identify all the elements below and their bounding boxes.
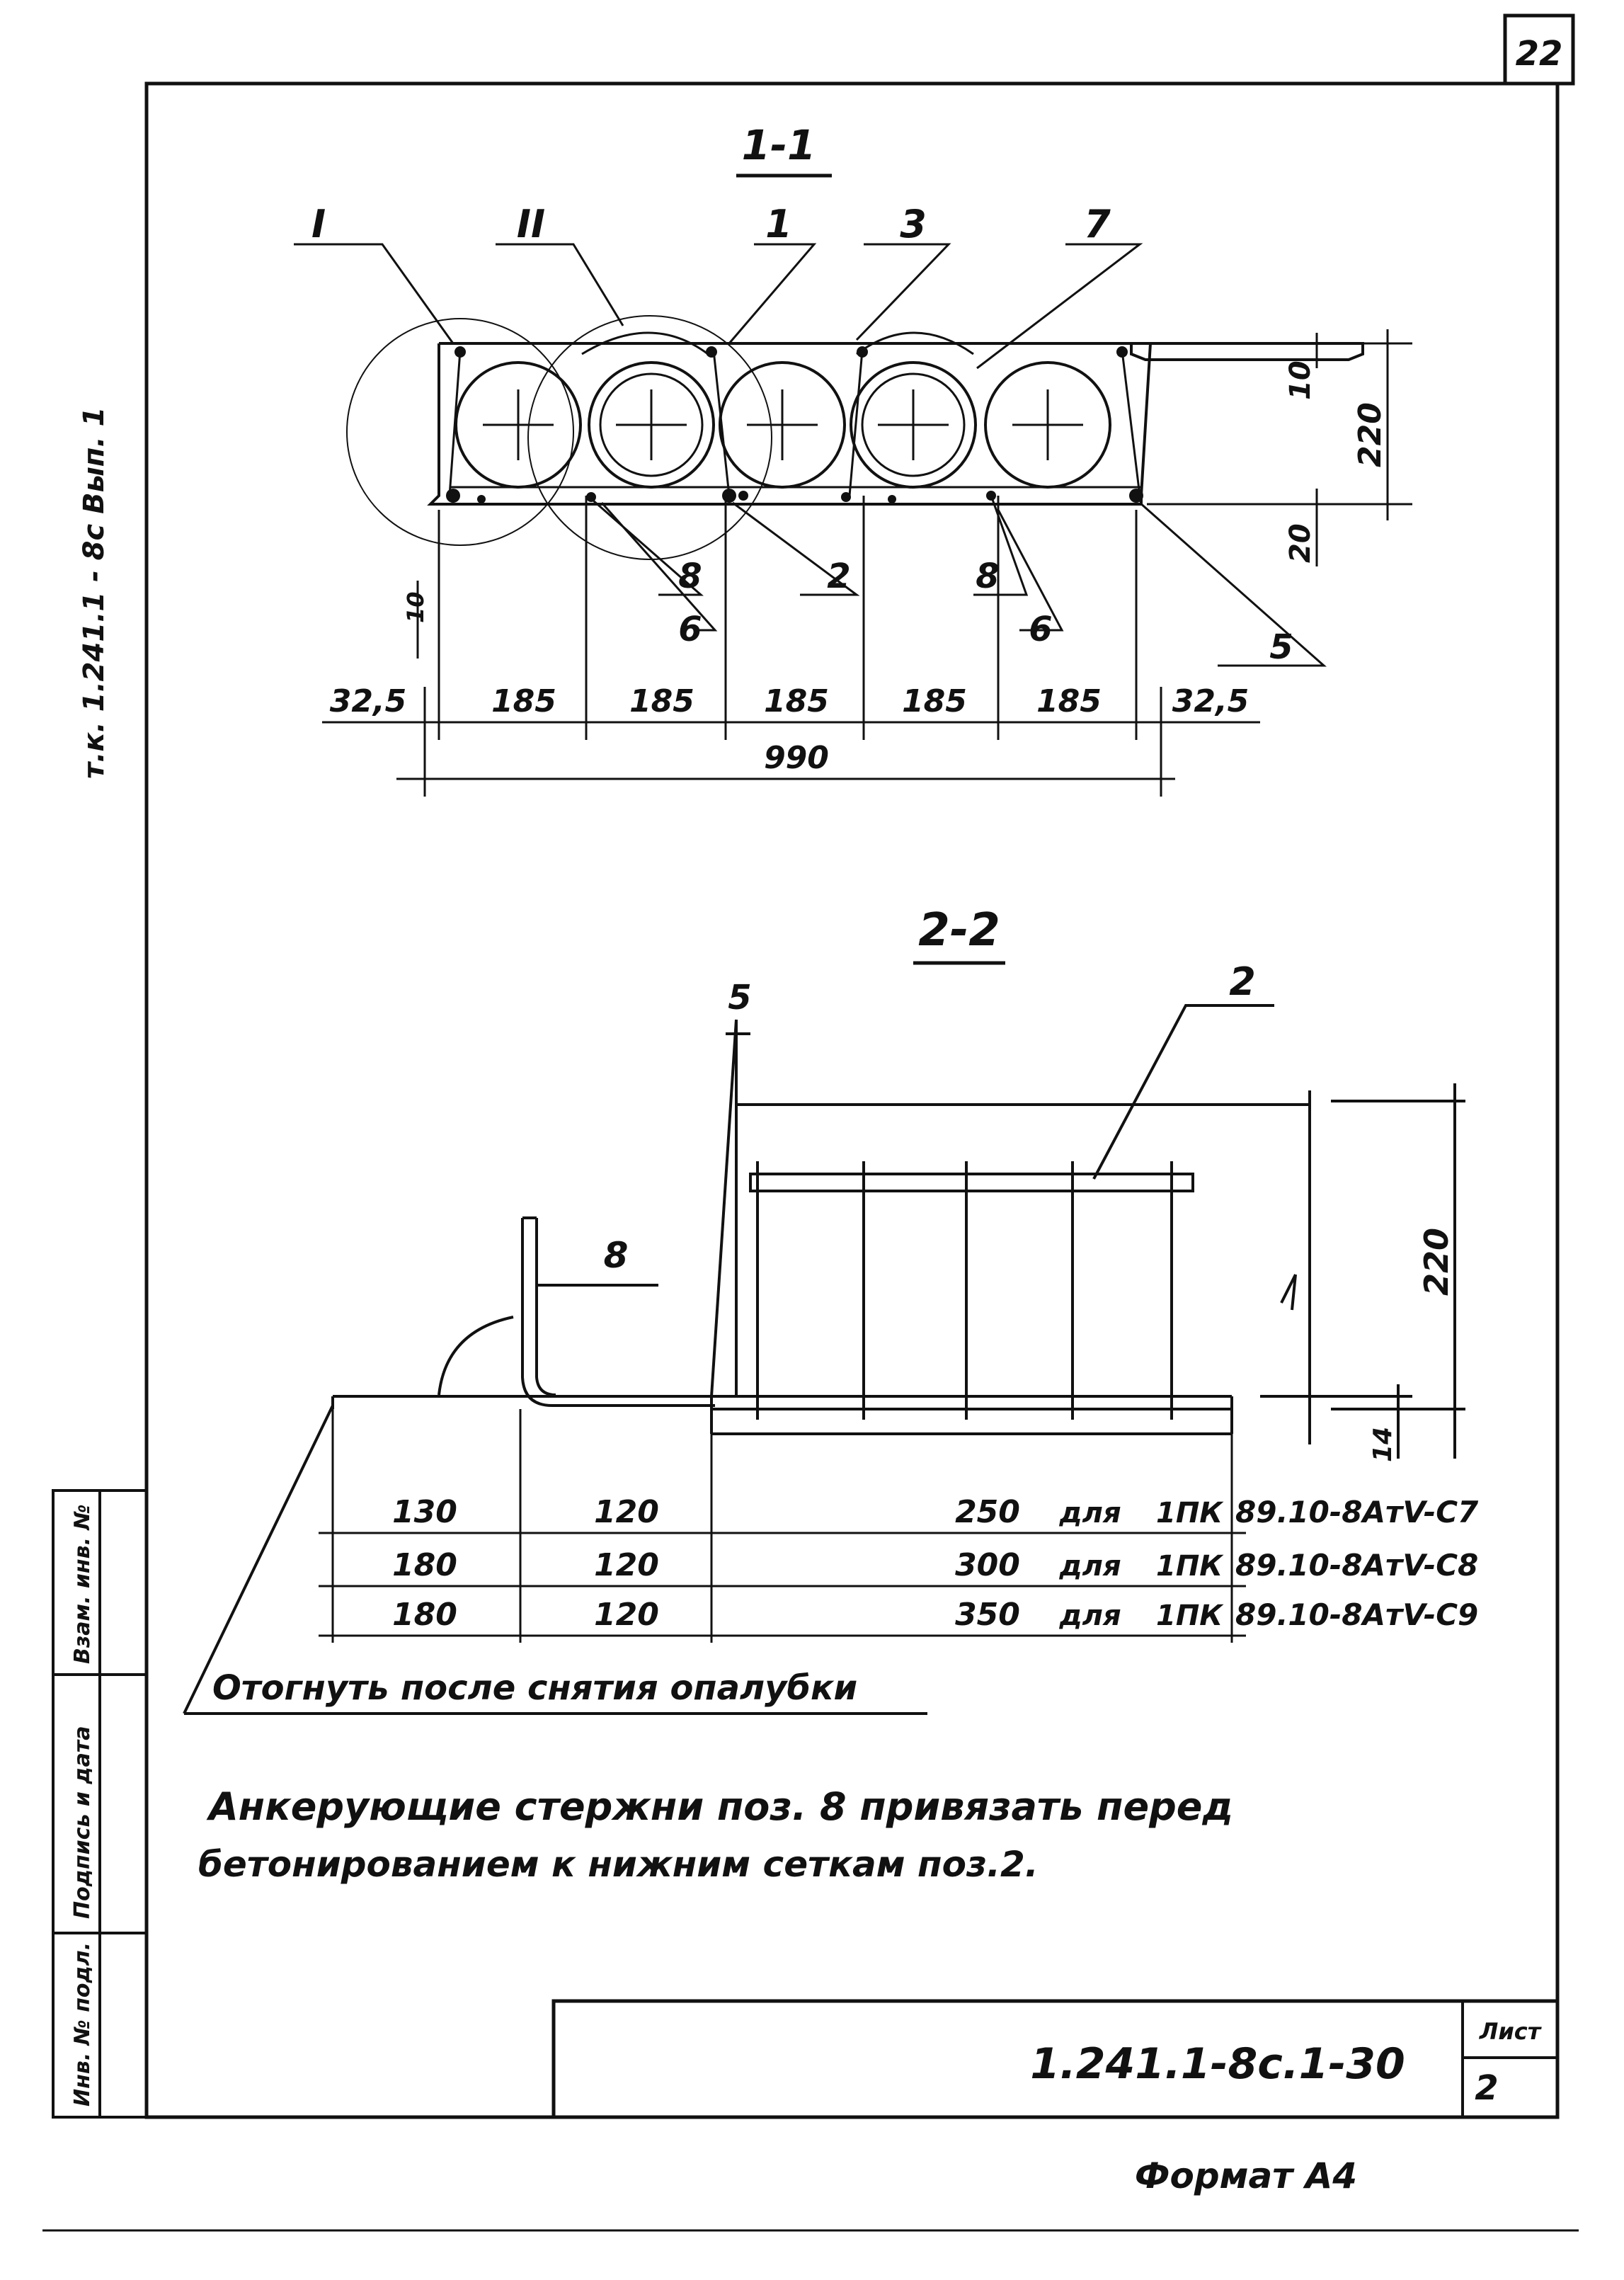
dim-span-3: 185 bbox=[629, 683, 694, 719]
callout-I: I bbox=[311, 202, 326, 246]
table-row-1: 130 120 250 для 1ПК 89.10-8АтV-С7 bbox=[392, 1494, 1479, 1530]
document-code: 1.241.1-8с.1-30 bbox=[1030, 2039, 1405, 2089]
row3-c: 350 bbox=[955, 1597, 1020, 1633]
sheet-label: Лист bbox=[1479, 2018, 1543, 2045]
sheet-frame bbox=[42, 13, 1579, 2232]
row1-for: для bbox=[1058, 1497, 1121, 1529]
stamp-original-number: Инв. № подл. bbox=[70, 1942, 95, 2107]
dim-height: 220 bbox=[1352, 402, 1388, 467]
dim-height-2: 220 bbox=[1417, 1228, 1456, 1296]
callout-8-left: 8 bbox=[678, 557, 702, 596]
callout-3: 3 bbox=[900, 202, 927, 246]
row1-b: 120 bbox=[594, 1494, 659, 1530]
table-row-3: 180 120 350 для 1ПК 89.10-8АтV-С9 bbox=[392, 1597, 1478, 1633]
page-number: 22 bbox=[1516, 34, 1563, 74]
dim-span-7: 32,5 bbox=[1172, 683, 1250, 719]
section-1-leaders bbox=[294, 243, 1327, 667]
callout-2: 2 bbox=[827, 557, 850, 596]
section-1-dimensions bbox=[322, 329, 1412, 797]
section-1-title: 1-1 bbox=[742, 121, 816, 169]
hollow-core-slab-section bbox=[346, 315, 1364, 560]
side-document-code: т.к. 1.241.1 - 8с Вып. 1 bbox=[78, 407, 110, 779]
row2-series: 1ПК bbox=[1156, 1550, 1224, 1583]
dim-span-2: 185 bbox=[491, 683, 556, 719]
detail-II-circle bbox=[527, 315, 772, 560]
row3-a: 180 bbox=[392, 1597, 457, 1633]
table-row-2: 180 120 300 для 1ПК 89.10-8АтV-С8 bbox=[392, 1547, 1478, 1583]
note-line-2: бетонированием к нижним сеткам поз.2. bbox=[198, 1844, 1039, 1885]
row3-for: для bbox=[1058, 1600, 1121, 1632]
row2-c: 300 bbox=[955, 1547, 1020, 1583]
callout-2-section2: 2 bbox=[1229, 959, 1256, 1004]
section-2-title: 2-2 bbox=[918, 904, 1000, 957]
callout-1: 1 bbox=[765, 202, 792, 246]
dim-top: 10 bbox=[1284, 360, 1317, 400]
row1-mark: 89.10-8АтV-С7 bbox=[1235, 1495, 1479, 1529]
callout-7: 7 bbox=[1084, 202, 1111, 246]
dim-left-small: 10 bbox=[402, 591, 429, 623]
row1-c: 250 bbox=[955, 1494, 1020, 1530]
row2-mark: 89.10-8АтV-С8 bbox=[1235, 1548, 1478, 1583]
stamp-replaced-number: Взам. инв. № bbox=[70, 1504, 95, 1664]
callout-5-section2: 5 bbox=[728, 978, 751, 1018]
callout-II: II bbox=[517, 202, 545, 246]
row2-b: 120 bbox=[594, 1547, 659, 1583]
row2-for: для bbox=[1058, 1550, 1121, 1583]
row3-series: 1ПК bbox=[1156, 1600, 1224, 1632]
note-line-1: Анкерующие стержни поз. 8 привязать пере… bbox=[206, 1784, 1233, 1829]
detail-I-circle bbox=[346, 318, 574, 546]
callout-8-right: 8 bbox=[976, 557, 999, 596]
callout-5: 5 bbox=[1269, 627, 1293, 667]
format-label: Формат А4 bbox=[1135, 2155, 1357, 2196]
row1-series: 1ПК bbox=[1156, 1497, 1224, 1529]
dimension-table-lines bbox=[319, 1409, 1246, 1643]
row1-a: 130 bbox=[392, 1494, 457, 1530]
sheet-number: 2 bbox=[1475, 2068, 1498, 2108]
dim-span-4: 185 bbox=[764, 683, 829, 719]
dim-span-6: 185 bbox=[1036, 683, 1102, 719]
dim-bottom: 20 bbox=[1284, 523, 1317, 563]
dim-total: 990 bbox=[764, 740, 829, 776]
bend-note: Отогнуть после снятия опалубки bbox=[212, 1668, 857, 1708]
dim-span-1: 32,5 bbox=[330, 683, 407, 719]
dim-low-2: 14 bbox=[1368, 1427, 1397, 1462]
rebar-dots bbox=[446, 346, 1143, 503]
callout-6-left: 6 bbox=[678, 610, 702, 649]
row3-mark: 89.10-8АтV-С9 bbox=[1235, 1597, 1478, 1632]
callout-6-right: 6 bbox=[1029, 610, 1052, 649]
callout-8-section2: 8 bbox=[604, 1235, 629, 1276]
section-2-drawing bbox=[183, 1004, 1465, 1715]
row2-a: 180 bbox=[392, 1547, 457, 1583]
stamp-signature-date: Подпись и дата bbox=[70, 1726, 95, 1919]
dim-span-5: 185 bbox=[902, 683, 967, 719]
row3-b: 120 bbox=[594, 1597, 659, 1633]
side-stamp bbox=[52, 1489, 148, 2119]
